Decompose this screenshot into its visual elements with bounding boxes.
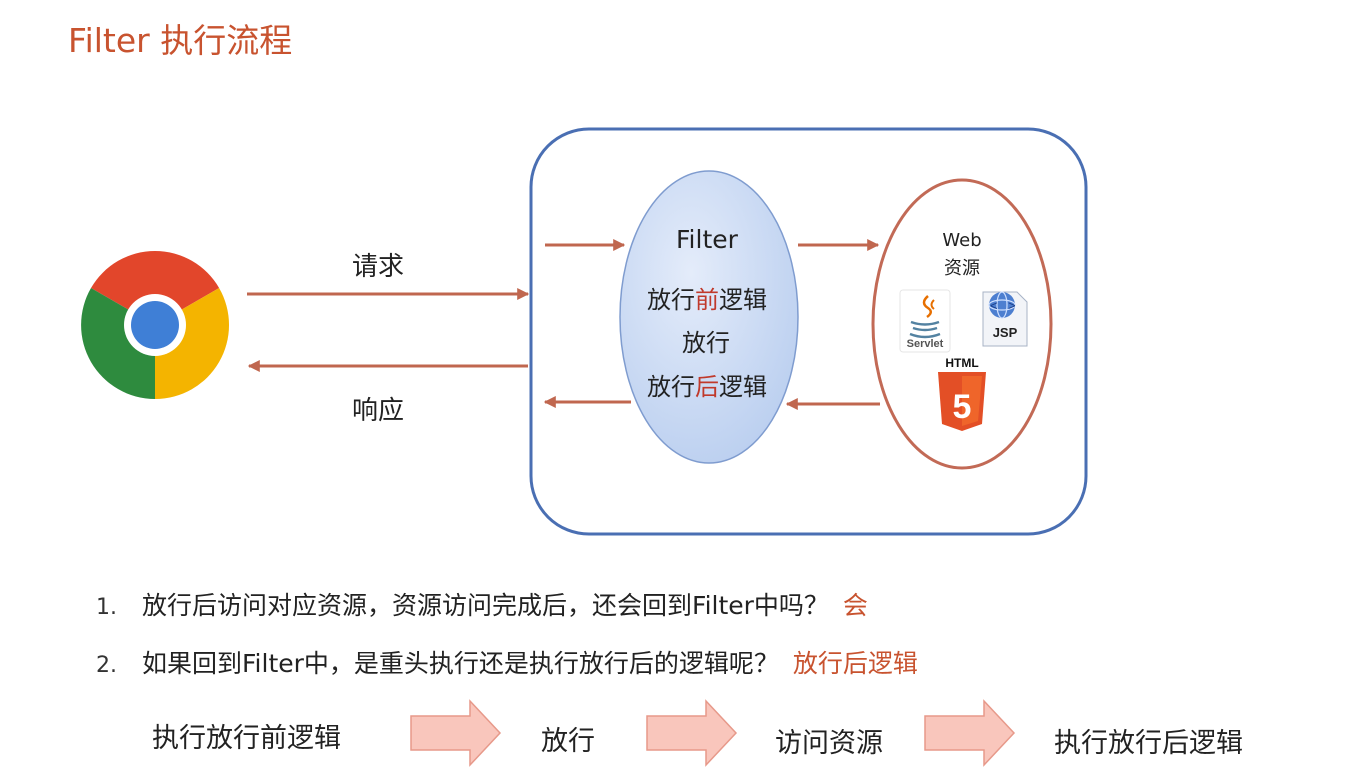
step-pass: 放行 bbox=[541, 726, 595, 757]
question-2-number: 2. bbox=[96, 653, 117, 678]
server-container-box bbox=[529, 127, 1088, 536]
jsp-icon-label: JSP bbox=[993, 325, 1018, 340]
filter-before-highlight: 前 bbox=[695, 286, 719, 314]
request-label: 请求 bbox=[352, 252, 405, 282]
step-arrow-2 bbox=[646, 699, 738, 767]
java-servlet-icon bbox=[899, 289, 951, 353]
filter-ellipse bbox=[619, 170, 799, 464]
filter-pass-label: 放行 bbox=[682, 329, 730, 357]
jsp-icon: < > bbox=[982, 291, 1028, 347]
html5-shield-icon bbox=[938, 372, 986, 431]
servlet-icon-label: Servlet bbox=[907, 338, 944, 350]
svg-text:>: > bbox=[1008, 298, 1016, 313]
response-label: 响应 bbox=[352, 396, 405, 426]
filter-after-logic-suffix: 逻辑 bbox=[719, 373, 767, 401]
filter-before-logic-prefix: 放行 bbox=[647, 286, 695, 314]
filter-title: Filter bbox=[676, 225, 738, 254]
web-resource-subtitle: 资源 bbox=[944, 258, 980, 279]
step-arrow-1 bbox=[410, 699, 502, 767]
filter-before-logic: 放行前逻辑 bbox=[647, 280, 767, 315]
chrome-browser-icon bbox=[81, 251, 230, 399]
step-before-logic: 执行放行前逻辑 bbox=[152, 723, 341, 754]
page-title: Filter 执行流程 bbox=[68, 21, 293, 60]
question-1-answer: 会 bbox=[842, 591, 868, 620]
filter-after-logic-prefix: 放行 bbox=[647, 373, 695, 401]
filter-after-logic: 放行后逻辑 bbox=[647, 367, 767, 402]
web-resource-title: Web bbox=[942, 230, 982, 251]
question-2-answer: 放行后逻辑 bbox=[792, 649, 918, 678]
step-access-resource: 访问资源 bbox=[775, 728, 883, 759]
html5-icon-label: HTML bbox=[945, 356, 978, 370]
web-resource-ellipse bbox=[871, 178, 1053, 470]
svg-text:<: < bbox=[990, 298, 998, 313]
question-2: 2. 如果回到Filter中，是重头执行还是执行放行后的逻辑呢？ 放行后逻辑 bbox=[96, 644, 918, 680]
step-after-logic: 执行放行后逻辑 bbox=[1054, 728, 1243, 759]
filter-after-highlight: 后 bbox=[695, 373, 719, 401]
html5-shield-number: 5 bbox=[953, 388, 972, 426]
filter-before-logic-suffix: 逻辑 bbox=[719, 286, 767, 314]
question-1: 1. 放行后访问对应资源，资源访问完成后，还会回到Filter中吗？ 会 bbox=[96, 586, 868, 622]
step-arrow-3 bbox=[924, 699, 1016, 767]
question-1-text: 放行后访问对应资源，资源访问完成后，还会回到Filter中吗？ bbox=[142, 591, 829, 620]
question-2-text: 如果回到Filter中，是重头执行还是执行放行后的逻辑呢？ bbox=[142, 649, 779, 678]
question-1-number: 1. bbox=[96, 595, 117, 620]
